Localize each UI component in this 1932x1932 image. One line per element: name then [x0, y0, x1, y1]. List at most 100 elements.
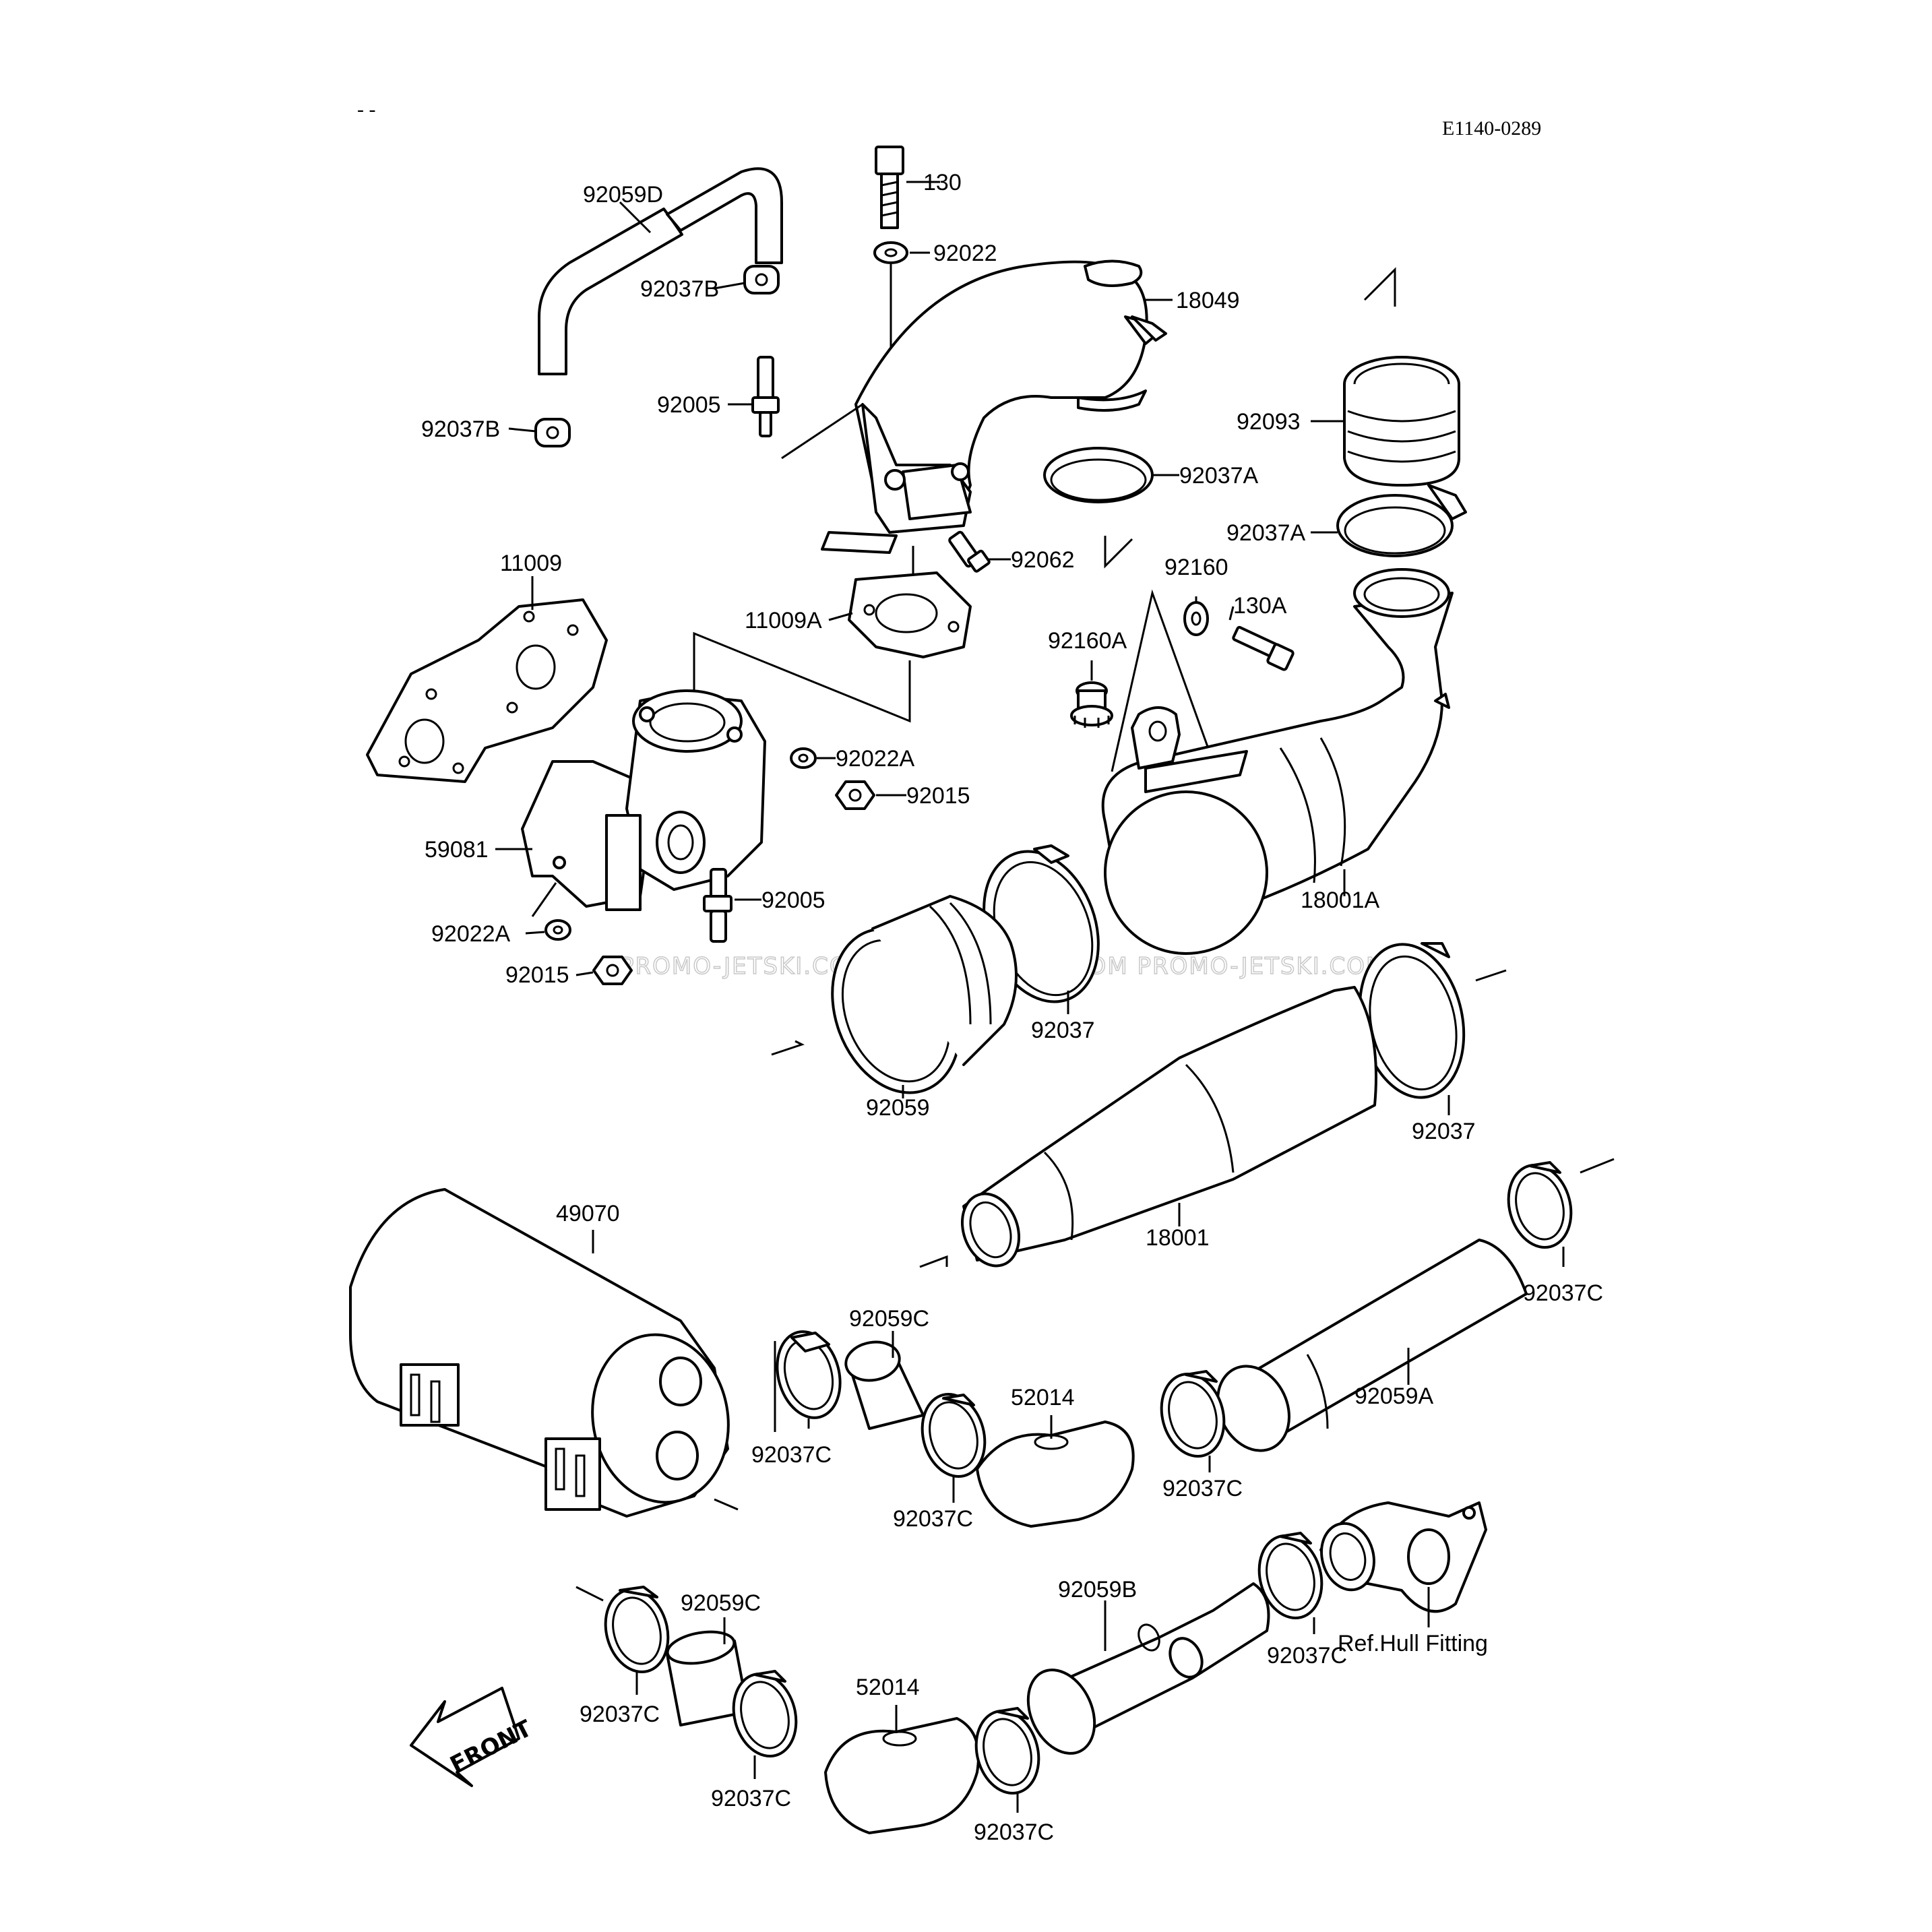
label-49070: 49070 — [556, 1201, 620, 1226]
washer-92022A-upper — [790, 747, 817, 769]
leader-92037B-lower — [508, 427, 536, 433]
clamp-92037C-g — [974, 1707, 1040, 1795]
label-92059D: 92059D — [583, 182, 663, 208]
label-92037C-e: 92037C — [580, 1702, 660, 1727]
label-92022: 92022 — [933, 241, 997, 266]
bracket-mark-4 — [1475, 969, 1507, 982]
label-92037-upper: 92037 — [1031, 1018, 1095, 1043]
muffler-49070 — [349, 1188, 730, 1518]
clamp-92037B-lower — [534, 418, 571, 447]
bracket-mark-5 — [919, 1255, 948, 1268]
hose-92059C-lower — [666, 1630, 749, 1726]
label-92059C-upper: 92059C — [849, 1306, 929, 1332]
assembly-line-3 — [693, 631, 911, 723]
washer-92022 — [873, 241, 908, 264]
clamp-92037C-a — [776, 1330, 842, 1419]
grommet-92160A — [1070, 681, 1113, 728]
drawing-code: E1140-0289 — [1442, 117, 1541, 139]
clamp-92037C-d — [1160, 1370, 1226, 1458]
clamp-92037A-left — [1043, 315, 1167, 503]
nut-92015-lower — [592, 956, 633, 985]
label-92160A: 92160A — [1048, 628, 1127, 654]
clamp-92037C-f — [732, 1670, 798, 1758]
label-92037B-lower: 92037B — [421, 416, 500, 442]
coupling-92059 — [831, 895, 1018, 1094]
label-18049: 18049 — [1176, 288, 1240, 313]
leader-92037B-upper — [714, 282, 745, 290]
clamp-92037C-e — [604, 1586, 670, 1674]
label-92037C-f: 92037C — [711, 1786, 791, 1811]
bracket-mark-8 — [575, 1586, 604, 1602]
nut-92015-upper — [835, 780, 875, 810]
bracket-mark-6 — [714, 1498, 739, 1511]
coupling-92093 — [1343, 356, 1460, 487]
gasket-11009 — [366, 598, 608, 783]
bracket-mark-7 — [1580, 1158, 1615, 1174]
label-92037C-b: 92037C — [893, 1506, 973, 1532]
label-92005-lower: 92005 — [761, 887, 825, 913]
bolt-130 — [875, 146, 904, 229]
label-92160: 92160 — [1164, 555, 1228, 580]
label-92059B: 92059B — [1058, 1577, 1137, 1602]
label-92037C-d: 92037C — [1162, 1476, 1243, 1501]
label-92093: 92093 — [1237, 409, 1301, 435]
clamp-92037C-b — [921, 1392, 987, 1478]
hose-92059C-upper — [844, 1340, 925, 1430]
hose-92059A — [1216, 1239, 1528, 1452]
hull-fitting — [1319, 1501, 1487, 1613]
washer-92022A-lower — [544, 919, 571, 941]
hose-92059B — [1026, 1582, 1270, 1755]
leader-92022A-lower — [525, 931, 545, 935]
label-130: 130 — [923, 170, 962, 195]
label-92037C-h: 92037C — [1267, 1643, 1347, 1669]
label-92037A-right: 92037A — [1226, 520, 1306, 546]
label-18001A: 18001A — [1301, 887, 1380, 913]
elbow-52014-upper — [976, 1421, 1135, 1528]
exhaust-pipe-18049 — [821, 259, 1148, 554]
assembly-line-1 — [781, 403, 863, 460]
bolt-130A — [1232, 625, 1295, 671]
label-92037-lower: 92037 — [1412, 1119, 1476, 1144]
label-11009: 11009 — [500, 551, 562, 576]
label-92059A: 92059A — [1354, 1383, 1434, 1409]
label-52014-upper: 52014 — [1011, 1385, 1075, 1410]
clamp-92037B-upper — [743, 265, 780, 294]
assembly-line-5 — [1111, 589, 1214, 772]
manifold-59081 — [521, 689, 766, 911]
label-92037C-c: 92037C — [1523, 1280, 1603, 1306]
bracket-mark-3 — [771, 1040, 805, 1056]
label-92037B-upper: 92037B — [640, 276, 719, 302]
label-11009A: 11009A — [745, 608, 822, 633]
expansion-chamber-18001A — [1101, 568, 1454, 955]
fitting-92005-upper — [751, 356, 780, 437]
label-92022A-lower: 92022A — [431, 921, 511, 947]
label-92022A-upper: 92022A — [836, 746, 915, 772]
bolt-92062 — [948, 530, 991, 573]
leader-92015-lower — [575, 971, 594, 976]
label-92015-upper: 92015 — [906, 783, 970, 809]
label-92062: 92062 — [1011, 547, 1075, 573]
label-92059: 92059 — [866, 1095, 930, 1121]
scan-mark: - - — [357, 98, 375, 121]
label-18001: 18001 — [1146, 1225, 1210, 1251]
clamp-92037C-c — [1507, 1161, 1573, 1249]
gasket-11009A — [848, 571, 972, 658]
label-130A: 130A — [1233, 593, 1287, 619]
elbow-52014-lower — [824, 1717, 980, 1834]
label-52014-lower: 52014 — [856, 1675, 920, 1700]
bracket-mark-1 — [1363, 267, 1396, 307]
label-92037C-g: 92037C — [974, 1819, 1054, 1845]
hose-92059D — [538, 167, 783, 375]
pipe-18001 — [960, 986, 1377, 1268]
leader-130A — [1228, 606, 1235, 621]
label-59081: 59081 — [425, 837, 489, 863]
assembly-line-4 — [531, 882, 557, 917]
clamp-92037C-h — [1257, 1532, 1323, 1620]
clamp-92037A-right — [1336, 484, 1467, 557]
washer-92160 — [1183, 601, 1209, 636]
label-ref-hull-fitting: Ref.Hull Fitting — [1338, 1631, 1488, 1656]
leader-11009A — [828, 612, 853, 621]
leader-92059D — [619, 201, 652, 234]
fitting-92005-lower — [703, 868, 733, 943]
